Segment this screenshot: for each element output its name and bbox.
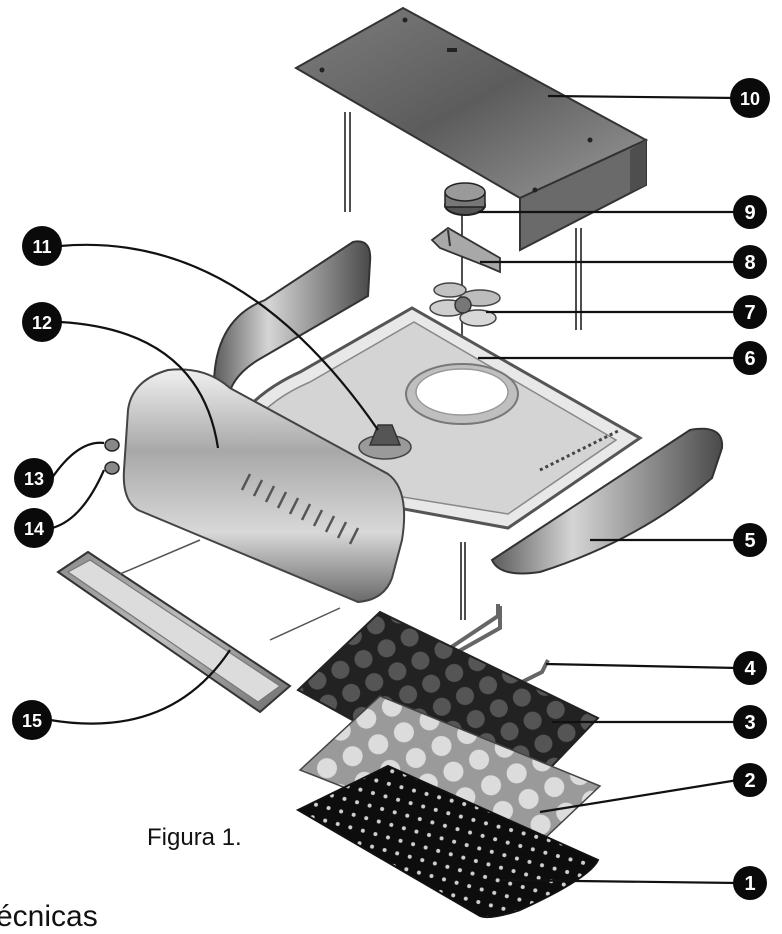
drum-housing-part [104, 368, 406, 604]
callout-circle [14, 458, 54, 498]
figure-caption: Figura 1. [147, 824, 242, 851]
callout-number: 8 [744, 252, 755, 274]
callout-badge-4: 4 [733, 651, 767, 685]
callout-badge-3: 3 [733, 705, 767, 739]
callout-number: 15 [22, 711, 42, 731]
callout-circle [733, 651, 767, 685]
callout-circle [733, 245, 767, 279]
callout-badge-10: 10 [730, 78, 770, 118]
left-panel-part [212, 240, 372, 400]
callout-badge-7: 7 [733, 295, 767, 329]
callout-circle [733, 523, 767, 557]
callout-circle [733, 195, 767, 229]
callout-circle [733, 705, 767, 739]
callout-circle [733, 763, 767, 797]
callout-number: 13 [24, 469, 44, 489]
callout-circle [22, 302, 62, 342]
top-cover-part [293, 6, 649, 252]
bracket-part [430, 226, 501, 274]
leader-lines [49, 94, 739, 885]
callout-number: 4 [744, 658, 756, 680]
callout-circle [12, 700, 52, 740]
callout-badge-1: 1 [733, 866, 767, 900]
callout-badge-15: 15 [12, 700, 52, 740]
callout-circle [14, 508, 54, 548]
callout-badge-12: 12 [22, 302, 62, 342]
callout-number: 7 [744, 302, 755, 324]
callout-circle [733, 341, 767, 375]
right-panel-part [490, 427, 724, 575]
callout-badge-8: 8 [733, 245, 767, 279]
callout-number: 9 [744, 202, 755, 224]
callout-badge-13: 13 [14, 458, 54, 498]
cropped-footer-text: écnicas [0, 900, 98, 933]
bottom-tray-part [56, 539, 341, 714]
callout-number: 11 [32, 237, 51, 257]
callout-number: 14 [24, 519, 44, 539]
callout-number: 3 [744, 712, 755, 734]
callout-circle [22, 226, 62, 266]
callout-circle [733, 295, 767, 329]
callout-number: 12 [32, 313, 52, 333]
fan-part [429, 282, 501, 327]
callout-badge-2: 2 [733, 763, 767, 797]
callout-circle [730, 78, 770, 118]
callout-number: 2 [744, 770, 755, 792]
knob-part [444, 182, 486, 216]
callout-number: 6 [744, 348, 755, 370]
callout-badge-6: 6 [733, 341, 767, 375]
callout-number: 10 [740, 89, 760, 109]
callout-badge-9: 9 [733, 195, 767, 229]
callout-number: 1 [744, 873, 755, 895]
callout-badge-11: 11 [22, 226, 62, 266]
callout-badge-14: 14 [14, 508, 54, 548]
callout-number: 5 [744, 530, 755, 552]
callout-circle [733, 866, 767, 900]
callout-badge-5: 5 [733, 523, 767, 557]
